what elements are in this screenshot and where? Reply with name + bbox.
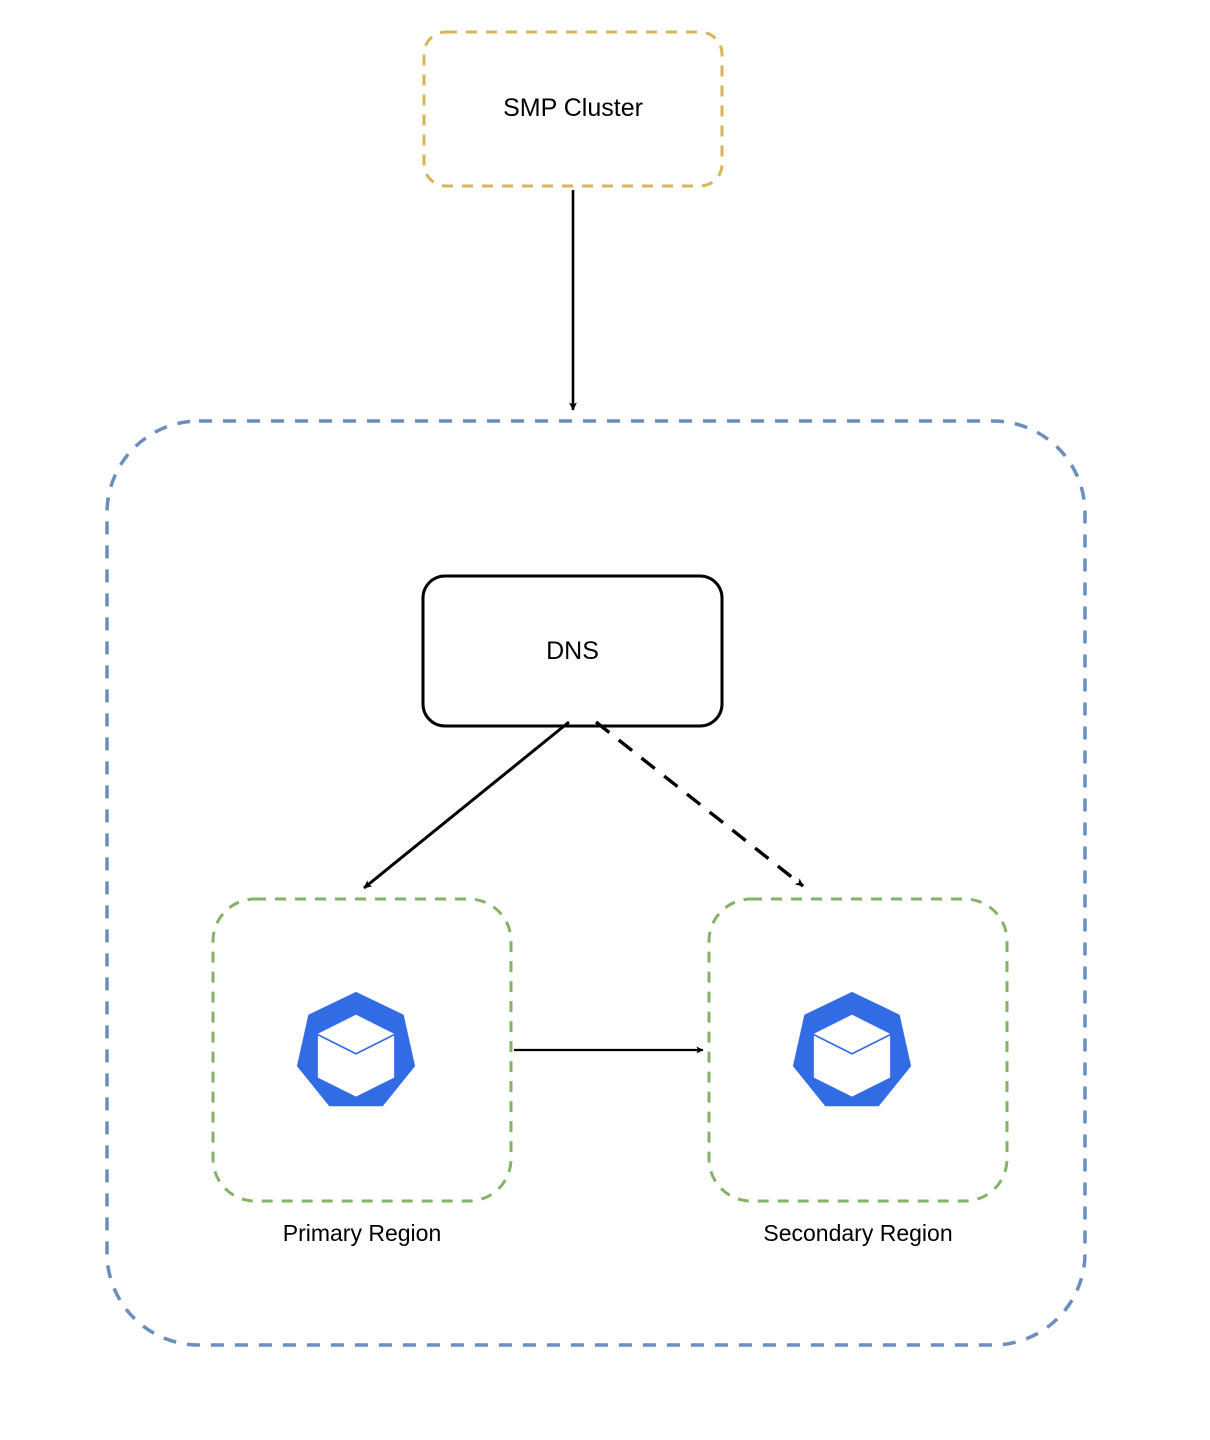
edge-dns-to-primary (363, 720, 570, 890)
kubernetes-icon (296, 991, 416, 1107)
environment-box[interactable] (105, 419, 1087, 1347)
dns-box[interactable] (421, 574, 724, 728)
kubernetes-icon (792, 991, 912, 1107)
edge-dns-to-secondary (594, 720, 805, 888)
secondary-region-box[interactable] (707, 897, 1009, 1203)
primary-region-box[interactable] (211, 897, 513, 1203)
smp-cluster-box[interactable] (422, 30, 724, 188)
